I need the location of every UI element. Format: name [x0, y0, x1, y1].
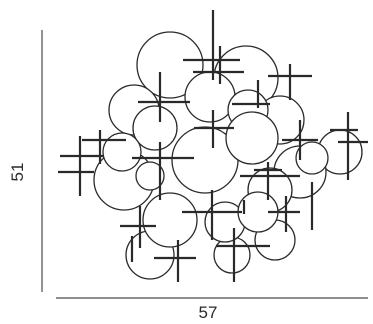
disc: [142, 192, 198, 248]
disc: [135, 161, 165, 191]
disc: [295, 141, 329, 175]
disc: [136, 31, 204, 99]
width-dimension-label: 57: [199, 303, 218, 322]
chandelier-illustration: [58, 10, 368, 282]
rods: [58, 10, 368, 282]
disc: [102, 132, 142, 172]
disc: [225, 111, 279, 165]
disc: [132, 105, 178, 151]
height-dimension-label: 51: [8, 163, 27, 182]
disc: [213, 236, 251, 274]
disc: [184, 71, 236, 123]
